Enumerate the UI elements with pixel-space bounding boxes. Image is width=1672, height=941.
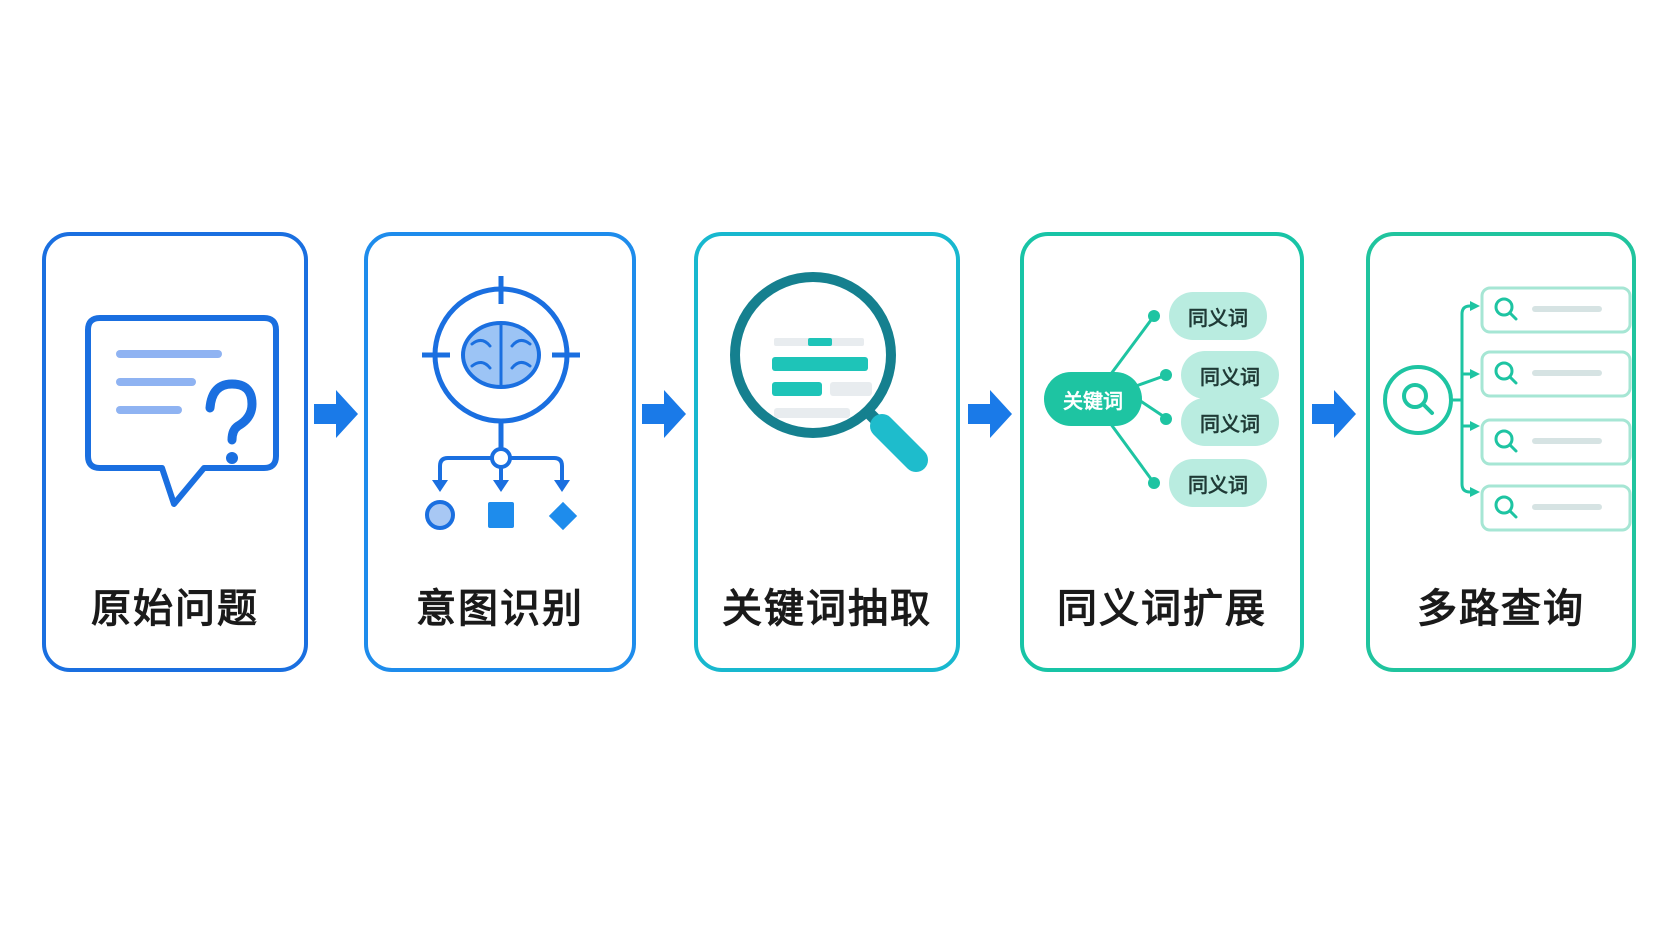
step-label: 原始问题	[91, 586, 259, 632]
multi-search-icon	[1383, 286, 1632, 532]
arrow-right-icon	[968, 390, 1012, 438]
step-card-keyword-extraction: 关键词抽取	[694, 232, 960, 672]
step-card-multi-route-query: 多路查询	[1366, 232, 1636, 672]
keyword-chip: 关键词	[1044, 372, 1142, 426]
search-row	[1480, 418, 1632, 466]
brain-icon	[461, 321, 541, 389]
magnifier-icon	[730, 272, 928, 472]
search-row	[1480, 286, 1632, 334]
step-label: 意图识别	[416, 586, 584, 632]
step-label: 多路查询	[1417, 586, 1585, 632]
synonym-chip: 同义词	[1181, 351, 1279, 399]
step-card-synonym-expansion: 关键词 同义词 同义词 同义词 同义词 同义词扩展	[1020, 232, 1304, 672]
synonym-chip: 同义词	[1169, 459, 1267, 507]
chat-question-icon	[85, 315, 279, 507]
arrow-right-icon	[1312, 390, 1356, 438]
arrow-right-icon	[314, 390, 358, 438]
step-label: 关键词抽取	[722, 586, 932, 632]
step-label: 同义词扩展	[1057, 586, 1267, 632]
search-row	[1480, 484, 1632, 532]
synonym-chip: 同义词	[1181, 398, 1279, 446]
step-card-intent-recognition: 意图识别	[364, 232, 636, 672]
brain-target-icon	[422, 276, 580, 531]
search-row	[1480, 350, 1632, 398]
arrow-right-icon	[642, 390, 686, 438]
synonym-chip: 同义词	[1169, 292, 1267, 340]
step-card-original-question: 原始问题	[42, 232, 308, 672]
synonym-tree-icon	[1100, 310, 1172, 489]
